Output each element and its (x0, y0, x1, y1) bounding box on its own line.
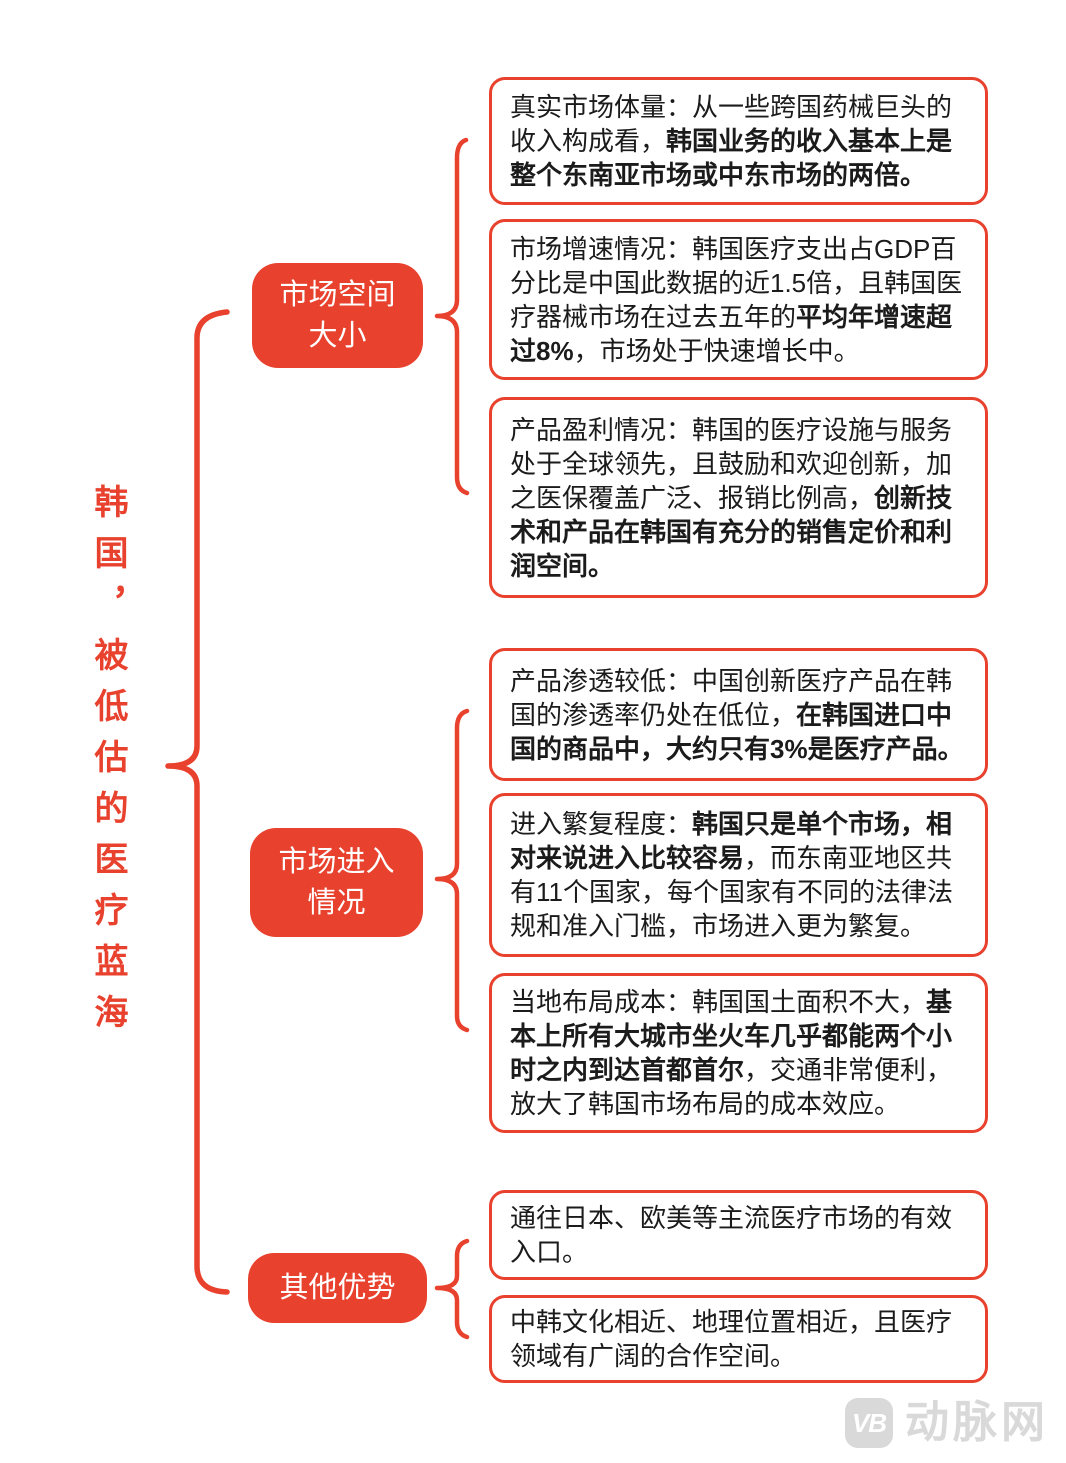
card-local-layout-cost: 当地布局成本：韩国国土面积不大，基本上所有大城市坐火车几乎都能两个小时之内到达首… (489, 973, 988, 1133)
card-market-volume: 真实市场体量：从一些跨国药械巨头的收入构成看，韩国业务的收入基本上是整个东南亚市… (489, 77, 988, 205)
card-product-penetration-text: 产品渗透较低：中国创新医疗产品在韩国的渗透率仍处在低位，在韩国进口中国的商品中，… (510, 665, 964, 764)
card-entry-complexity-text: 进入繁复程度：韩国只是单个市场，相对来说进入比较容易，而东南亚地区共有11个国家… (510, 809, 953, 941)
branch-node-market-size: 市场空间 大小 (252, 263, 423, 368)
vbdata-logo-icon: VB (845, 1398, 893, 1448)
branch-node-other-advantages: 其他优势 (248, 1253, 427, 1323)
card-product-profitability: 产品盈利情况：韩国的医疗设施与服务处于全球领先，且鼓励和欢迎创新，加之医保覆盖广… (489, 397, 988, 598)
card-entry-complexity: 进入繁复程度：韩国只是单个市场，相对来说进入比较容易，而东南亚地区共有11个国家… (489, 793, 988, 957)
card-market-volume-text: 真实市场体量：从一些跨国药械巨头的收入构成看，韩国业务的收入基本上是整个东南亚市… (510, 92, 953, 190)
branch-brace-market-size (434, 137, 470, 496)
card-gateway-to-mainstream-markets: 通往日本、欧美等主流医疗市场的有效入口。 (489, 1190, 988, 1280)
card-cultural-proximity-text: 中韩文化相近、地理位置相近，且医疗领域有广阔的合作空间。 (510, 1307, 953, 1371)
card-cultural-proximity: 中韩文化相近、地理位置相近，且医疗领域有广阔的合作空间。 (489, 1295, 988, 1383)
card-local-layout-cost-text: 当地布局成本：韩国国土面积不大，基本上所有大城市坐火车几乎都能两个小时之内到达首… (510, 987, 953, 1119)
card-product-profitability-text: 产品盈利情况：韩国的医疗设施与服务处于全球领先，且鼓励和欢迎创新，加之医保覆盖广… (510, 414, 953, 581)
card-market-growth: 市场增速情况：韩国医疗支出占GDP百分比是中国此数据的近1.5倍，且韩国医疗器械… (489, 219, 988, 380)
branch-brace-other-advantages (434, 1238, 470, 1340)
branch-brace-market-entry (434, 708, 470, 1033)
main-brace (165, 309, 230, 1295)
card-product-penetration: 产品渗透较低：中国创新医疗产品在韩国的渗透率仍处在低位，在韩国进口中国的商品中，… (489, 648, 988, 781)
card-market-growth-text: 市场增速情况：韩国医疗支出占GDP百分比是中国此数据的近1.5倍，且韩国医疗器械… (510, 233, 963, 366)
root-title: 韩国，被低估的医疗蓝海 (89, 484, 127, 1045)
card-gateway-text: 通往日本、欧美等主流医疗市场的有效入口。 (510, 1203, 953, 1267)
branch-node-market-entry: 市场进入 情况 (250, 828, 423, 937)
watermark-brand-text: 动脉网 (905, 1398, 1049, 1447)
watermark: VB 动脉网 (845, 1398, 1049, 1448)
